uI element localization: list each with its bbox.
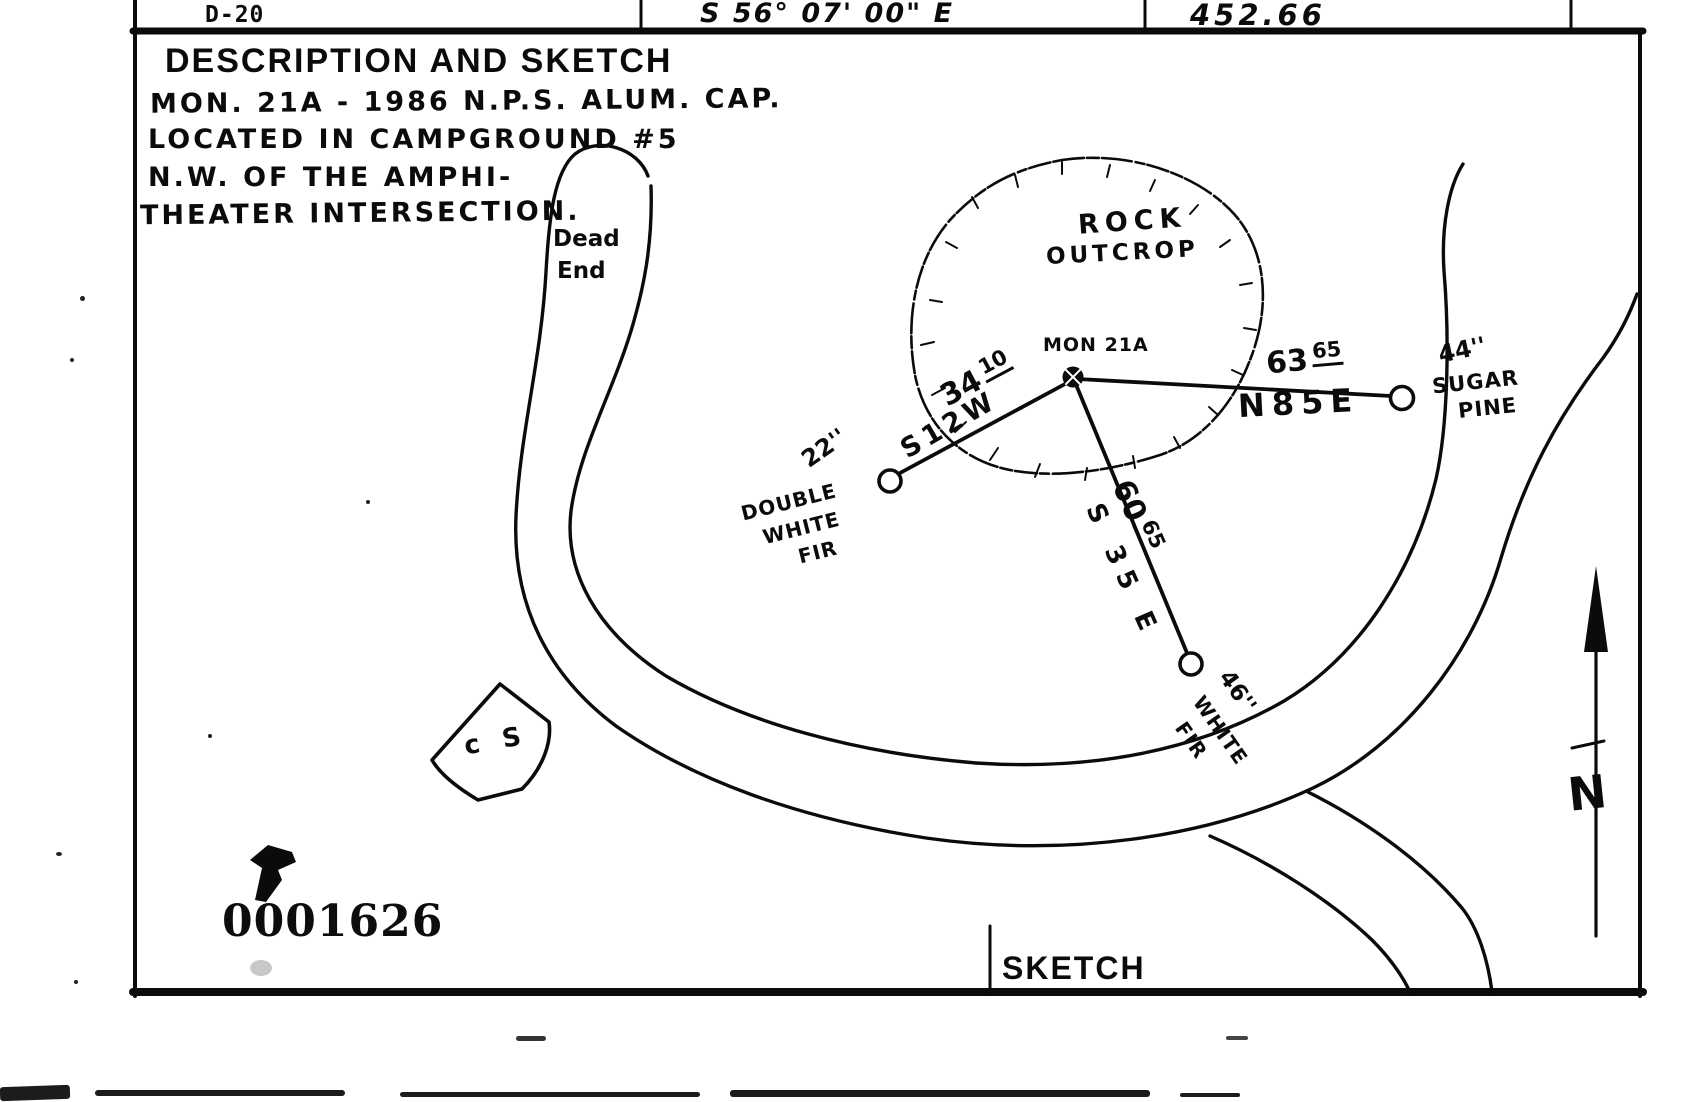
monument-icon: [1062, 366, 1084, 388]
scan-speck: [80, 296, 85, 301]
tie-distance-value: 63: [1264, 342, 1310, 382]
tie-distance-decimals: 65: [1310, 336, 1344, 368]
cs-diamond: [430, 682, 552, 802]
north-label: N: [1565, 764, 1610, 822]
scan-smudge: [516, 1036, 546, 1041]
tie-distance-sugar-pine: 6365: [1264, 336, 1344, 382]
description-line: N.W. OF THE AMPHI-: [148, 162, 514, 193]
scan-edge-smudge: [95, 1090, 345, 1096]
page-title: DESCRIPTION AND SKETCH: [165, 42, 673, 80]
tree-marker-white-fir: [1178, 651, 1204, 677]
scan-speck: [208, 734, 212, 738]
table-cell-station: D-20: [205, 2, 265, 28]
tie-bearing-sugar-pine: N85E: [1237, 380, 1361, 426]
table-cell-bearing: S 56° 07' 00" E: [700, 0, 955, 29]
dead-end-label-line2: End: [557, 258, 606, 284]
road-outer-edge: [514, 143, 1639, 848]
stamp-number: 0001626: [222, 896, 444, 947]
rock-outcrop-hachures: [920, 161, 1257, 481]
tie-line-sugar-pine: [1076, 377, 1393, 398]
description-line: MON. 21A - 1986 N.P.S. ALUM. CAP.: [149, 83, 783, 120]
road-exit-edge-1: [1306, 790, 1494, 994]
table-cell-distance: 452.66: [1190, 0, 1326, 32]
north-arrow-icon: [1570, 566, 1608, 938]
scan-speck: [70, 358, 74, 362]
scan-edge-smudge: [400, 1092, 700, 1097]
tree-marker-double-white-fir: [877, 468, 903, 494]
description-line: LOCATED IN CAMPGROUND #5: [148, 124, 680, 155]
road-inner-edge: [568, 162, 1465, 767]
ink-blob: [250, 845, 296, 902]
scan-edge-smudge: [1180, 1093, 1240, 1097]
dead-end-label-line1: Dead: [553, 226, 620, 252]
scan-edge-smudge: [0, 1084, 71, 1102]
tree-marker-sugar-pine: [1388, 384, 1416, 412]
tree-markers: [877, 384, 1416, 677]
tie-lines: [898, 377, 1393, 655]
scan-speck: [366, 500, 370, 504]
scan-smudge: [1226, 1036, 1248, 1040]
tie-line-double-white-fir: [898, 382, 1067, 475]
tie-line-white-fir: [1075, 385, 1189, 655]
scan-speck: [74, 980, 78, 984]
road-outline: [514, 143, 1639, 994]
scan-edge-smudge: [730, 1090, 1150, 1097]
sheet-border: [129, 0, 1647, 998]
rock-outcrop-outline: [910, 156, 1265, 481]
scan-speck: [56, 852, 62, 856]
road-exit-edge-2: [1208, 834, 1412, 994]
scan-smudge: [250, 960, 272, 976]
description-line: THEATER INTERSECTION.: [139, 195, 581, 232]
sketch-caption: SKETCH: [1002, 950, 1146, 986]
monument-label: MON 21A: [1043, 334, 1149, 356]
